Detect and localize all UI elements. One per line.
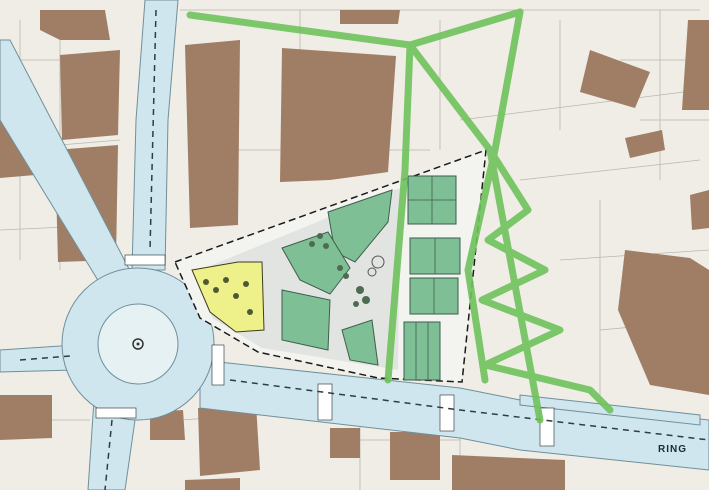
crosswalk [317, 383, 333, 421]
road-label-ring: RING [658, 444, 687, 455]
building [390, 432, 440, 480]
building [330, 428, 360, 458]
building [452, 455, 565, 490]
building [185, 40, 240, 228]
building [580, 50, 650, 108]
crosswalk [439, 394, 455, 432]
building [60, 50, 120, 140]
roundabout [61, 267, 215, 421]
crosswalk [211, 344, 225, 386]
crosswalk [539, 407, 555, 447]
fountain [367, 267, 377, 277]
building [340, 10, 400, 24]
park-block [281, 289, 331, 351]
park-block [341, 319, 379, 366]
fountains [367, 255, 385, 277]
building [690, 190, 709, 230]
park-block [403, 321, 441, 381]
building [682, 20, 709, 110]
building [198, 404, 260, 476]
roundabout-center [132, 338, 144, 350]
greenway-route [186, 8, 614, 424]
road-markings [19, 9, 709, 490]
road-north [131, 0, 179, 271]
park-grid [408, 176, 456, 380]
highlight-block [191, 261, 265, 333]
fountain [371, 255, 385, 269]
trees [309, 233, 370, 307]
building [40, 10, 110, 40]
highlight-zone [191, 261, 265, 333]
building [280, 48, 396, 182]
park-blocks [281, 175, 461, 381]
building [618, 250, 709, 395]
crosswalk [95, 407, 137, 419]
building [625, 130, 665, 158]
crosswalk [124, 254, 166, 266]
building [0, 395, 52, 440]
building [185, 478, 240, 490]
